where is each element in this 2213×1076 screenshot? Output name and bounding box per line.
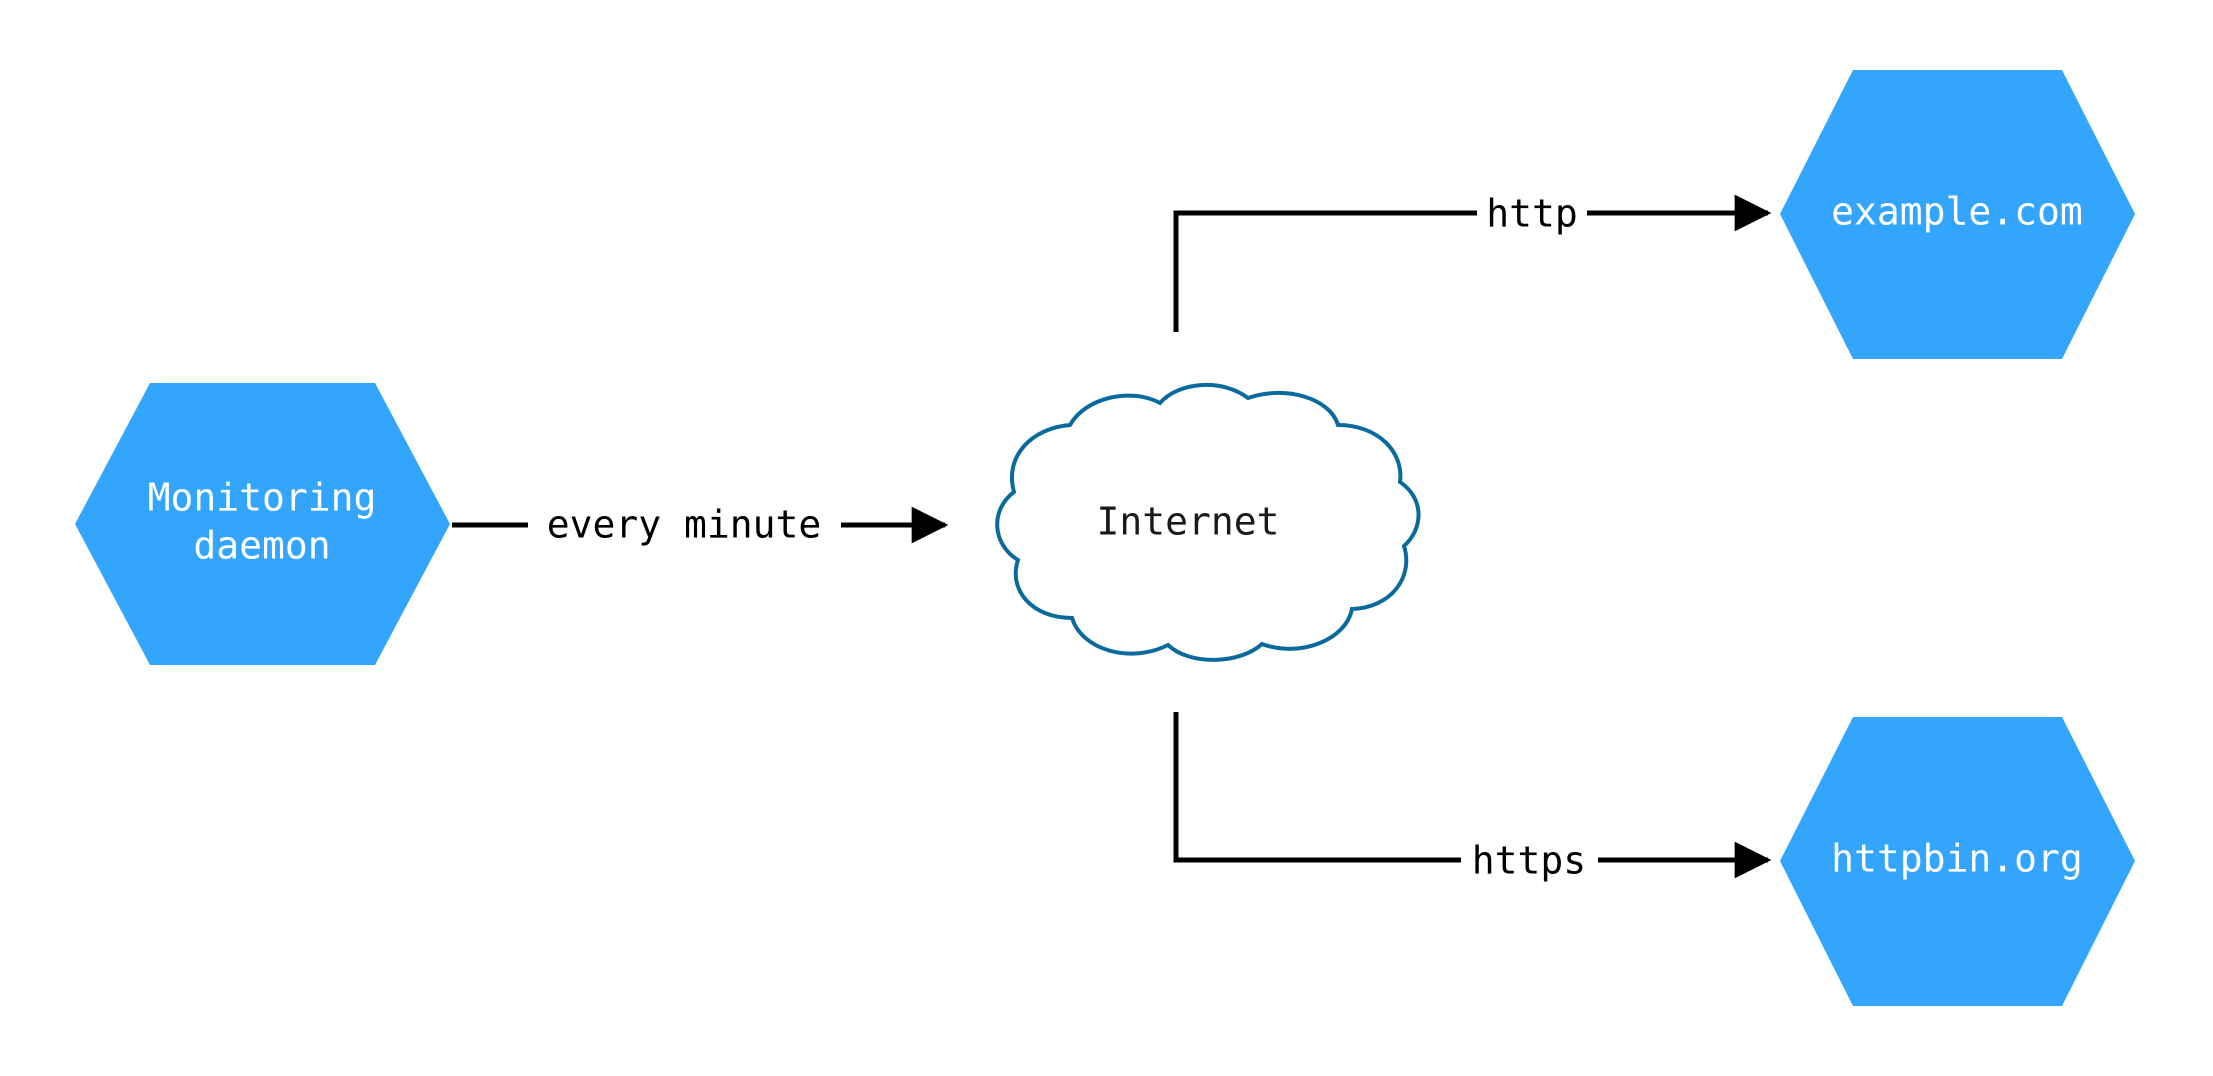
edge-label-bg-http	[1477, 192, 1587, 236]
edge-label-bg-https	[1461, 839, 1598, 883]
monitoring-daemon-label-line1: Monitoring	[148, 476, 377, 520]
monitoring-daemon-label-line2: daemon	[193, 524, 330, 568]
node-example-com[interactable]: example.com	[1780, 70, 2135, 359]
internet-label: Internet	[1096, 500, 1279, 544]
monitoring-daemon-hexagon[interactable]	[75, 383, 450, 665]
internet-cloud-shape[interactable]	[995, 382, 1421, 662]
httpbin-org-label: httpbin.org	[1831, 837, 2083, 881]
httpbin-org-hexagon[interactable]	[1780, 717, 2135, 1006]
edge-internet-to-example: http	[1173, 192, 1772, 332]
edge-label-bg-every-minute	[528, 503, 841, 547]
edge-line-http	[1173, 194, 1772, 332]
node-internet[interactable]: Internet	[995, 382, 1421, 662]
edge-label-every-minute: every minute	[547, 503, 822, 547]
edge-label-https: https	[1472, 839, 1586, 883]
example-com-hexagon[interactable]	[1780, 70, 2135, 359]
node-monitoring-daemon[interactable]: Monitoring daemon	[75, 383, 450, 665]
node-httpbin-org[interactable]: httpbin.org	[1780, 717, 2135, 1006]
edge-label-http: http	[1486, 192, 1578, 236]
edge-internet-to-httpbin: https	[1173, 712, 1772, 883]
edge-daemon-to-internet: every minute	[452, 503, 949, 547]
example-com-label: example.com	[1831, 190, 2083, 234]
